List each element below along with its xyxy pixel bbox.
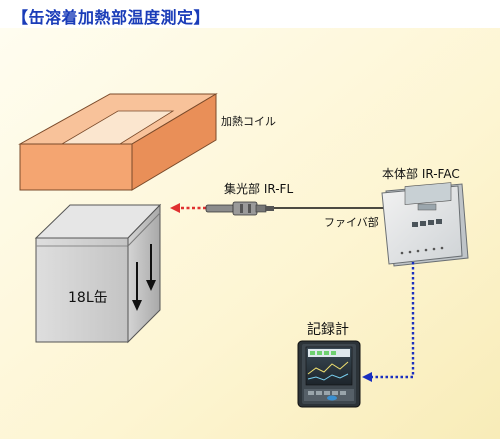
label-main-unit: 本体部 IR-FAC bbox=[382, 167, 460, 181]
label-optical-sensor: 集光部 IR-FL bbox=[224, 182, 294, 196]
diagram-title: 【缶溶着加熱部温度測定】 bbox=[12, 8, 211, 27]
heating-coil bbox=[18, 93, 218, 191]
label-fiber: ファイバ部 bbox=[324, 216, 379, 229]
label-heating-coil: 加熱コイル bbox=[221, 115, 276, 128]
can-18l bbox=[34, 203, 162, 344]
label-recorder: 記録計 bbox=[307, 322, 349, 338]
optical-sensor-head bbox=[205, 201, 274, 216]
main-unit-ir-fac bbox=[381, 182, 469, 267]
recorder bbox=[297, 340, 361, 408]
signal-line bbox=[362, 262, 415, 382]
label-can: 18L缶 bbox=[68, 290, 108, 306]
downward-arrow-icon bbox=[132, 244, 156, 311]
ir-beam-arrow bbox=[170, 203, 206, 213]
